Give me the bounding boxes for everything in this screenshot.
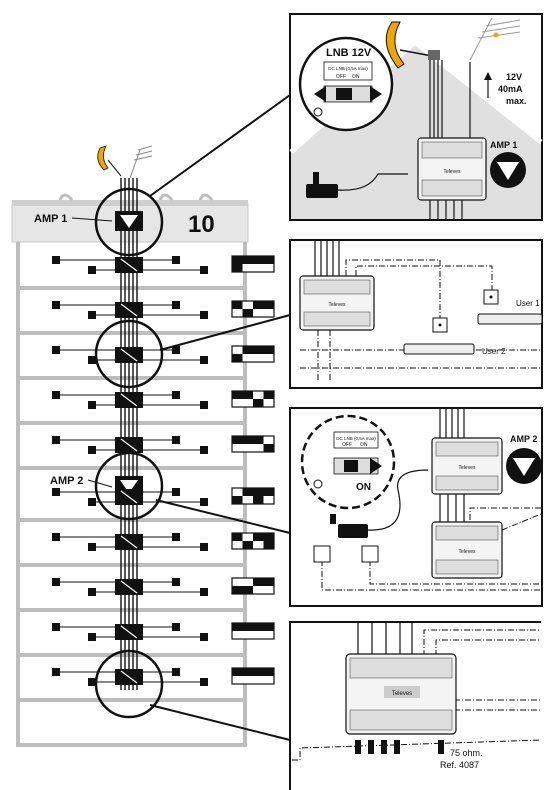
outlet (88, 588, 96, 596)
outlet (200, 633, 208, 641)
user2-label: User 2 (482, 347, 506, 356)
outlet (172, 436, 180, 444)
outlet (88, 498, 96, 506)
on-label: ON (356, 482, 371, 493)
outlet (88, 543, 96, 551)
outlet (172, 391, 180, 399)
amp2-label: AMP 2 (50, 475, 83, 487)
power-supply-icon (306, 172, 408, 198)
svg-text:DC LNB (0,5A max): DC LNB (0,5A max) (336, 436, 376, 441)
svg-text:DC LNB (0,5A max): DC LNB (0,5A max) (328, 66, 368, 71)
multiswitch-device-upper: Televes (431, 437, 503, 495)
lnb-title: LNB 12V (326, 47, 372, 59)
panel-termination: Televes 75 ohm. Ref. 4087 (289, 621, 542, 790)
outlet (200, 588, 208, 596)
leader-lines (149, 94, 291, 741)
rooftop-dish-icon (97, 145, 122, 177)
rooftop-antenna-icon (129, 145, 153, 179)
outlet (172, 301, 180, 309)
outlet (88, 311, 96, 319)
zoom-circles (94, 187, 164, 719)
multiswitch-device: Televes (345, 653, 457, 735)
outlet (200, 543, 208, 551)
user1-label: User 1 (516, 299, 540, 308)
outlet (52, 623, 60, 631)
panel3-amp-label: AMP 2 (510, 434, 537, 444)
dish-icon (385, 21, 405, 69)
outlet (172, 623, 180, 631)
outlet (52, 578, 60, 586)
outlet (88, 401, 96, 409)
outlet (52, 436, 60, 444)
svg-text:OFF: OFF (336, 74, 346, 80)
termination-ohm: 75 ohm. (450, 748, 483, 758)
panel-amp2: Televes Televes AMP 2 (289, 407, 543, 607)
outlet (52, 301, 60, 309)
outlet (200, 266, 208, 274)
outlet (200, 498, 208, 506)
outlet (52, 488, 60, 496)
multiswitch-device: Televes (299, 275, 375, 331)
outlet (172, 488, 180, 496)
panel-amp1: Televes AMP 1 12V 40mA max. LNB 12V DC L… (289, 13, 543, 221)
outlet (88, 678, 96, 686)
outlet (172, 346, 180, 354)
outlet (172, 533, 180, 541)
svg-text:ON: ON (360, 442, 368, 448)
svg-text:Televes: Televes (459, 549, 476, 555)
multiswitch-device-lower: Televes (431, 521, 503, 579)
outlet (200, 446, 208, 454)
outlet (200, 356, 208, 364)
amp1-label: AMP 1 (34, 213, 67, 225)
floor-count: 10 (188, 211, 215, 238)
outlet (88, 266, 96, 274)
floor-taps (52, 255, 275, 686)
svg-text:OFF: OFF (342, 442, 352, 448)
building: 10 AMP 1 AMP 2 (11, 193, 249, 747)
outlet (172, 668, 180, 676)
power-supply-icon (330, 469, 429, 538)
wall-outlet-icon (313, 545, 379, 563)
multiswitch-device: Televes (417, 137, 487, 201)
outlet (52, 668, 60, 676)
outlet (200, 401, 208, 409)
power-max: max. (506, 96, 527, 106)
termination-ref: Ref. 4087 (440, 760, 479, 770)
outlet (172, 256, 180, 264)
receiver-icon (403, 313, 543, 355)
brand-label: Televes (444, 169, 461, 175)
panel-users: Televes User 1 User 2 (289, 239, 543, 389)
wall-outlet-icon (432, 289, 499, 333)
svg-text:Televes: Televes (329, 302, 346, 308)
outlet (52, 256, 60, 264)
svg-text:ON: ON (352, 74, 360, 80)
power-12v: 12V (506, 72, 522, 82)
outlet (200, 678, 208, 686)
outlet (52, 391, 60, 399)
svg-text:Televes: Televes (392, 691, 412, 697)
outlet (88, 633, 96, 641)
lnb-switch-zoom (298, 36, 394, 132)
outlet (88, 446, 96, 454)
antenna-icon (469, 17, 521, 61)
outlet (200, 311, 208, 319)
panel1-amp-label: AMP 1 (490, 140, 517, 150)
outlet (172, 578, 180, 586)
outlet (52, 533, 60, 541)
outlet (88, 356, 96, 364)
power-40ma: 40mA (498, 84, 523, 94)
svg-text:Televes: Televes (459, 465, 476, 471)
outlet (52, 346, 60, 354)
